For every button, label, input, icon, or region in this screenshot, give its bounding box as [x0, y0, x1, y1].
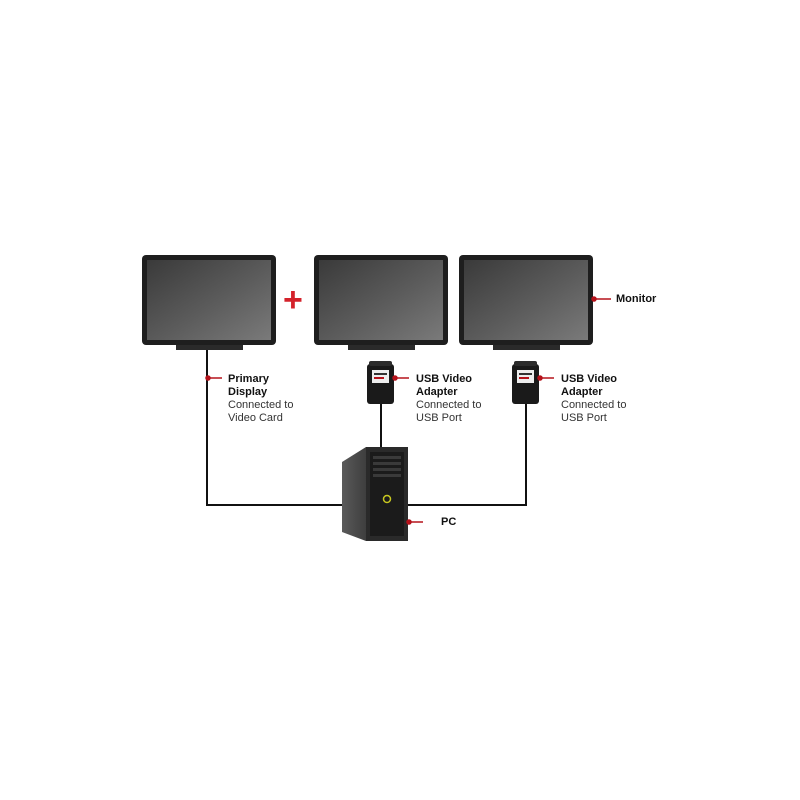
primary-display-desc: Connected to Video Card [228, 399, 294, 424]
usb-adapter-1-title: USB Video Adapter [416, 373, 473, 398]
primary-monitor-icon [142, 255, 276, 350]
cable-adapter-2 [407, 404, 527, 506]
cable-primary-display [206, 348, 345, 506]
pc-label: PC [441, 516, 457, 528]
pointers [205, 296, 611, 525]
monitor-icon [314, 255, 448, 350]
cables [206, 348, 527, 506]
usb-adapter-1-desc: Connected to USB Port [416, 399, 482, 424]
monitor-icon [459, 255, 593, 350]
pc-tower-icon [342, 447, 408, 541]
primary-display-label: Primary Display Connected to Video Card [228, 373, 293, 425]
usb-adapter-1-label: USB Video Adapter Connected to USB Port [416, 373, 481, 425]
usb-adapter-2-title: USB Video Adapter [561, 373, 618, 398]
plus-sign: + [283, 281, 303, 319]
monitor-label: Monitor [616, 293, 657, 305]
usb-video-adapter-icon [367, 361, 394, 404]
usb-adapter-2-label: USB Video Adapter Connected to USB Port [561, 373, 626, 425]
usb-adapter-2-desc: Connected to USB Port [561, 399, 627, 424]
primary-display-title: Primary Display [228, 373, 269, 398]
usb-video-adapter-icon [512, 361, 539, 404]
